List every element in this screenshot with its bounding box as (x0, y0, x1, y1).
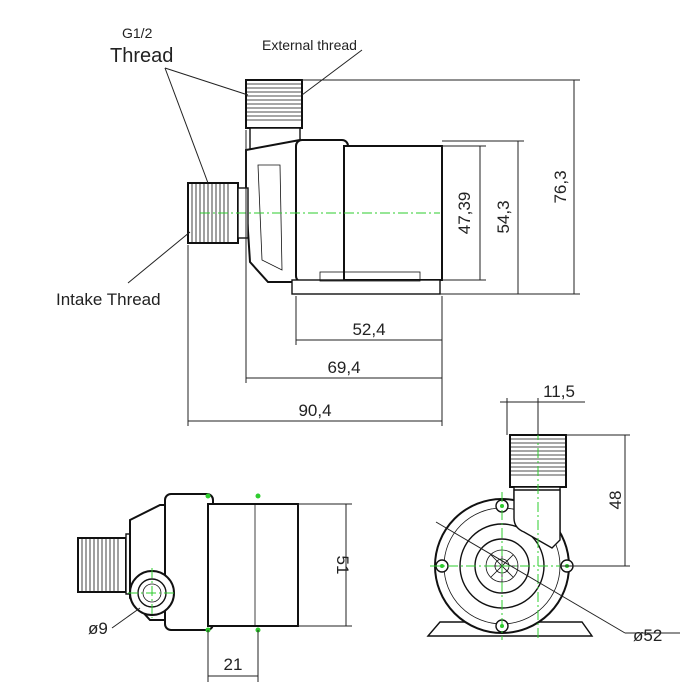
top-view-dimensions (111, 503, 352, 682)
front-view-dimensions (435, 398, 680, 634)
thread-spec-label: G1/2 (122, 25, 153, 41)
external-thread-label: External thread (262, 37, 357, 53)
dim-11-5: 11,5 (543, 382, 575, 401)
dim-52-dia: ø52 (633, 626, 662, 645)
dim-52-4: 52,4 (352, 320, 385, 339)
dim-69-4: 69,4 (327, 358, 360, 377)
dim-48: 48 (606, 491, 625, 510)
dim-47-39: 47,39 (455, 192, 474, 235)
dim-51: 51 (333, 556, 352, 575)
top-view (77, 493, 299, 633)
thread-label: Thread (110, 45, 173, 67)
dim-54-3: 54,3 (494, 200, 513, 233)
dim-9-dia: ø9 (88, 619, 108, 638)
dim-21: 21 (224, 655, 243, 674)
front-view (426, 430, 594, 640)
side-view-dimensions (127, 49, 580, 426)
dim-76-3: 76,3 (551, 170, 570, 203)
intake-thread-label: Intake Thread (56, 290, 161, 309)
dim-90-4: 90,4 (298, 401, 331, 420)
side-view (187, 79, 443, 295)
